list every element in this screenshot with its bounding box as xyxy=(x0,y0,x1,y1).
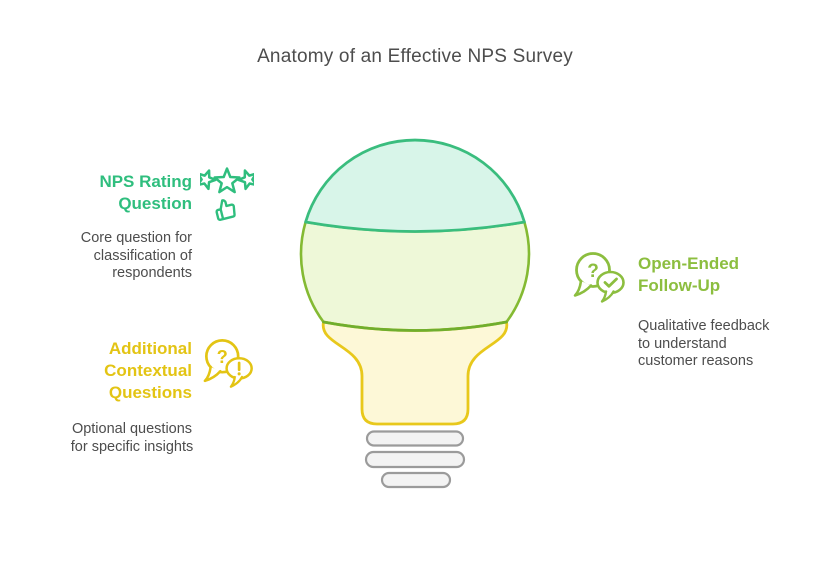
check-mark xyxy=(603,277,618,288)
heading-line: Questions xyxy=(108,383,192,402)
section-heading-open-ended: Open-Ended Follow-Up xyxy=(638,253,798,297)
speech-bubble-small xyxy=(596,270,625,295)
heading-line: Contextual xyxy=(104,361,192,380)
body-line: for specific insights xyxy=(70,438,194,455)
page-title: Anatomy of an Effective NPS Survey xyxy=(257,46,573,67)
speech-bubble-large-tail xyxy=(203,365,222,383)
section-body-contextual: Optional questions for specific insights xyxy=(52,421,212,456)
bulb-thread-2 xyxy=(364,450,466,469)
question-exclamation-bubbles-icon: ? xyxy=(202,336,256,392)
star-left xyxy=(196,169,217,191)
exclamation-dot xyxy=(237,372,241,376)
body-line: Qualitative feedback xyxy=(638,318,770,334)
body-line: customer reasons xyxy=(638,353,754,369)
body-line: respondents xyxy=(112,265,192,281)
body-line: classification of xyxy=(93,247,192,264)
question-mark-glyph: ? xyxy=(587,261,599,282)
bulb-thread-1 xyxy=(365,430,465,447)
heading-line: Follow-Up xyxy=(638,276,721,295)
body-line: to understand xyxy=(638,335,727,352)
lightbulb-illustration xyxy=(299,138,531,489)
rating-stars-thumbs-up-icon xyxy=(196,166,258,226)
bulb-middle-segment xyxy=(299,220,531,332)
body-line: Optional questions xyxy=(71,421,193,437)
body-line: Core question for xyxy=(80,230,192,246)
speech-bubble-large-tail xyxy=(573,279,593,297)
heading-line: NPS Rating xyxy=(99,172,192,191)
section-heading-nps-rating: NPS Rating Question xyxy=(40,171,192,215)
bulb-neck-segment xyxy=(322,320,508,426)
section-body-open-ended: Qualitative feedback to understand custo… xyxy=(638,318,808,371)
bulb-top-segment xyxy=(304,138,526,233)
heading-line: Open-Ended xyxy=(638,254,740,273)
thumbs-up xyxy=(215,199,236,221)
heading-line: Question xyxy=(118,194,192,213)
question-check-bubbles-icon: ? xyxy=(572,250,628,306)
speech-bubble-small-tail xyxy=(600,290,615,303)
speech-bubble-small-tail xyxy=(229,375,244,388)
section-heading-contextual: Additional Contextual Questions xyxy=(40,338,192,404)
star-right xyxy=(237,169,258,191)
bulb-thread-3 xyxy=(380,471,452,489)
star-center xyxy=(213,167,241,194)
question-mark-glyph: ? xyxy=(217,346,228,367)
heading-line: Additional xyxy=(108,339,192,358)
section-body-nps-rating: Core question for classification of resp… xyxy=(40,230,192,283)
bulb-divider-line xyxy=(322,320,508,332)
